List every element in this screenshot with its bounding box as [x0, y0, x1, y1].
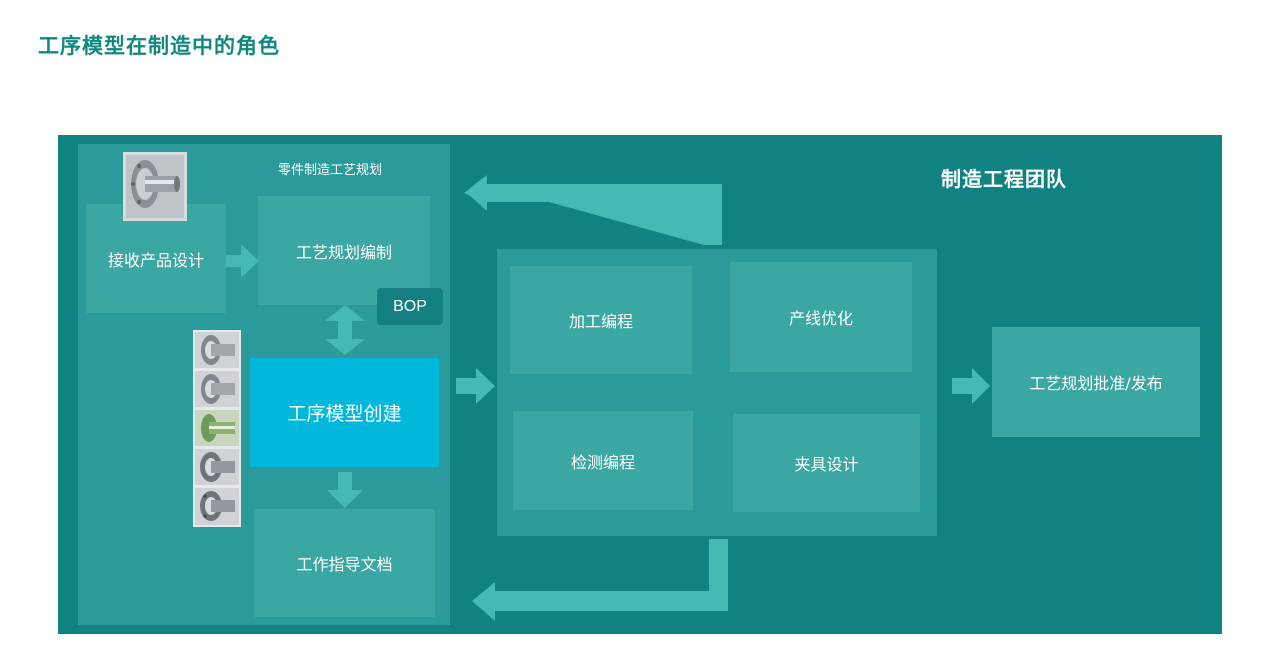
inspection-programming-box[interactable]: 检测编程 — [513, 411, 693, 510]
arrow-model-to-tasks — [456, 368, 495, 404]
machining-programming-box[interactable]: 加工编程 — [510, 266, 692, 374]
stage-5-icon — [195, 488, 239, 525]
arrow-feedback-top-head — [467, 175, 487, 211]
line-optimization-box[interactable]: 产线优化 — [730, 262, 912, 372]
flow-arrows — [226, 175, 990, 621]
fixture-design-box[interactable]: 夹具设计 — [733, 414, 920, 512]
work-instructions-box[interactable]: 工作指导文档 — [254, 509, 435, 617]
bop-badge: BOP — [377, 288, 443, 325]
product-design-thumbnail — [123, 152, 187, 221]
stage-4-icon — [195, 449, 239, 485]
arrow-tasks-to-approve — [952, 368, 990, 404]
arrow-feedback-top-shaft — [484, 184, 722, 245]
receive-design-box[interactable]: 接收产品设计 — [86, 204, 226, 313]
page-title: 工序模型在制造中的角色 — [38, 33, 280, 58]
arrow-feedback-bottom-shaft — [494, 539, 728, 611]
process-model-stages-strip — [193, 330, 241, 527]
arrow-receive-to-planning — [226, 244, 259, 278]
team-label: 制造工程团队 — [941, 167, 1067, 191]
stage-3-icon — [195, 410, 239, 446]
stage-1-icon — [195, 332, 239, 368]
process-model-box[interactable]: 工序模型创建 — [250, 358, 439, 467]
part-planning-label: 零件制造工艺规划 — [278, 163, 383, 178]
approve-release-box[interactable]: 工艺规划批准/发布 — [992, 327, 1200, 437]
arrow-model-to-docs — [327, 472, 363, 508]
stage-2-icon — [195, 371, 239, 407]
process-planning-box[interactable]: 工艺规划编制 — [258, 196, 430, 305]
arrow-planning-model-bidirectional — [325, 305, 365, 355]
diagram-canvas: 零件制造工艺规划 制造工程团队 接收产品设计 工艺规划编制 BOP 工序模型创建… — [58, 135, 1222, 634]
arrow-feedback-bottom-head — [472, 582, 495, 621]
